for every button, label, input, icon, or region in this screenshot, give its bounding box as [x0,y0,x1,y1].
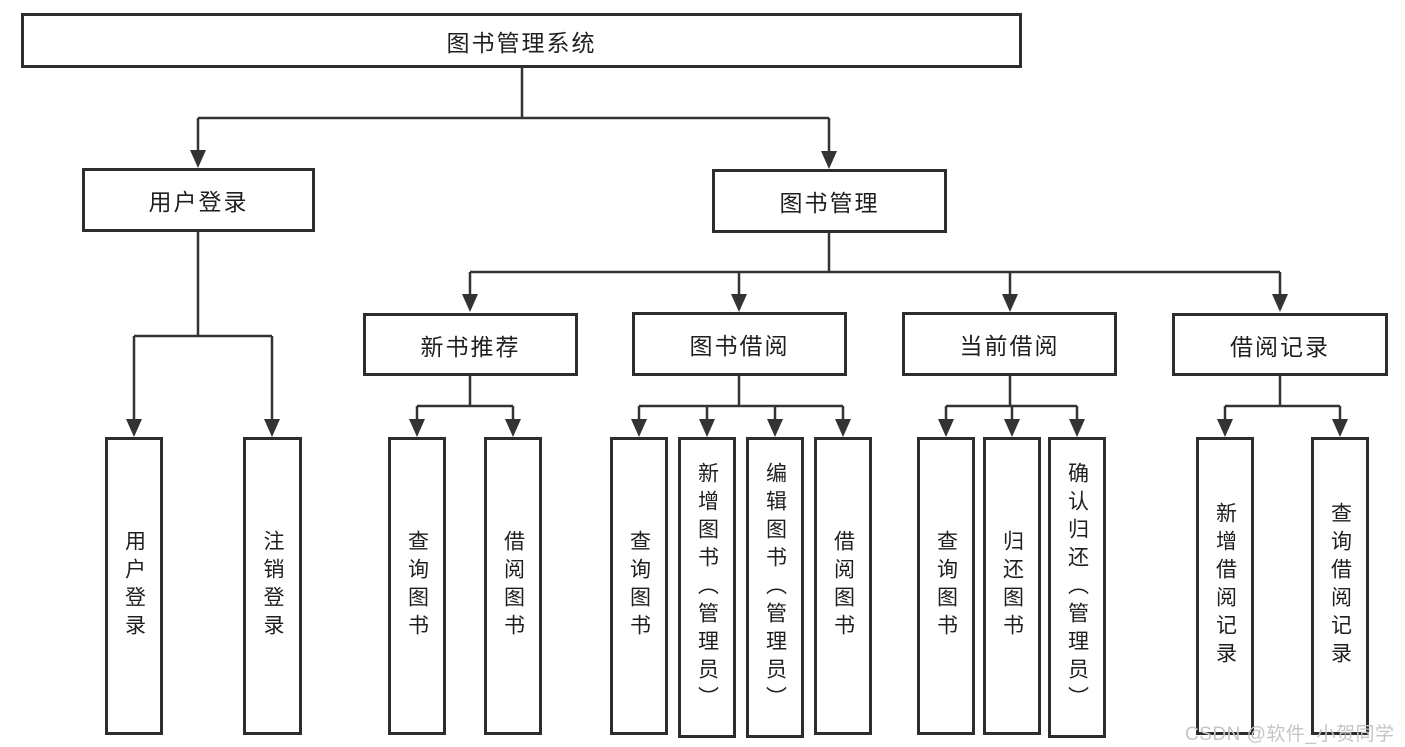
node-root: 图书管理系统 [21,13,1022,68]
csdn-watermark: CSDN @软件_小贺同学 [1185,724,1395,745]
node-leaf-logout: 注销登录 [243,437,302,735]
node-borrow-records: 借阅记录 [1172,313,1388,376]
node-book-borrow: 图书借阅 [632,312,847,376]
node-leaf-bb-query-book: 查询图书 [610,437,668,735]
node-leaf-bb-borrow-book: 借阅图书 [814,437,872,735]
node-user-login: 用户登录 [82,168,315,232]
node-leaf-cb-return-book: 归还图书 [983,437,1041,735]
node-leaf-bb-add-book-admin: 新增图书（管理员） [678,437,736,738]
node-leaf-br-add-record: 新增借阅记录 [1196,437,1254,735]
node-leaf-cb-confirm-return-admin: 确认归还（管理员） [1048,437,1106,738]
node-leaf-nbr-query-book: 查询图书 [388,437,446,735]
node-leaf-nbr-borrow-book: 借阅图书 [484,437,542,735]
node-leaf-cb-query-book: 查询图书 [917,437,975,735]
node-book-management: 图书管理 [712,169,947,233]
node-current-borrow: 当前借阅 [902,312,1117,376]
node-leaf-bb-edit-book-admin: 编辑图书（管理员） [746,437,804,738]
node-new-book-recommend: 新书推荐 [363,313,578,376]
node-leaf-user-login: 用户登录 [105,437,163,735]
node-leaf-br-query-record: 查询借阅记录 [1311,437,1369,735]
